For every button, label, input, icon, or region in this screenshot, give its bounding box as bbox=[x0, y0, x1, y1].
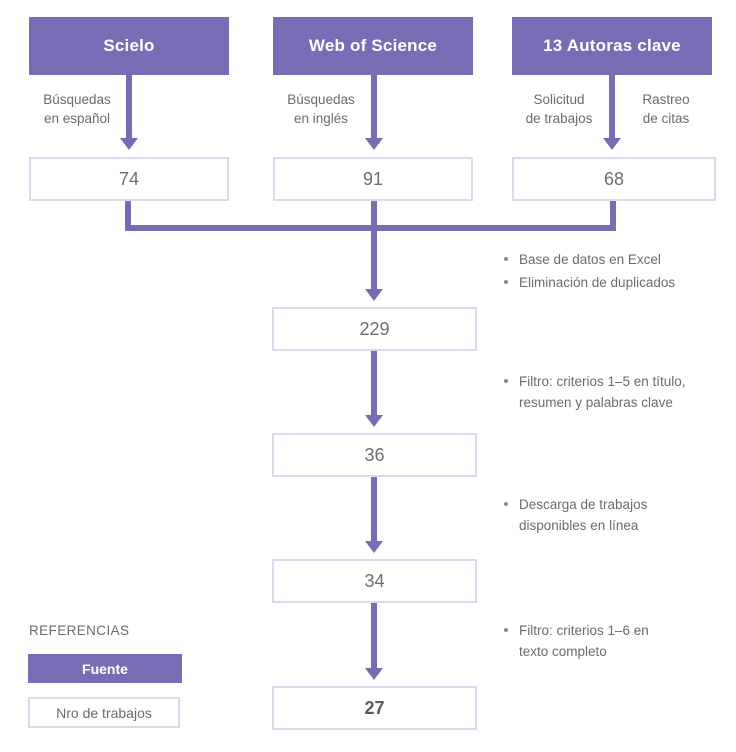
arrowhead-wos bbox=[365, 138, 383, 150]
note-text: Filtro: criterios 1–5 en título, resumen… bbox=[519, 374, 686, 410]
stage-count-value: 229 bbox=[359, 318, 390, 339]
connector-stage1-to-stage2 bbox=[371, 351, 377, 416]
notes-list-4: Filtro: criterios 1–6 en texto completo bbox=[503, 620, 733, 662]
stage-box-27-final: 27 bbox=[272, 686, 477, 730]
note-text: Base de datos en Excel bbox=[519, 252, 661, 267]
source-caption-autoras-1: Solicitud de trabajos bbox=[525, 92, 593, 126]
arrowhead-autoras bbox=[603, 138, 621, 150]
merge-riser-center bbox=[371, 201, 377, 231]
count-value: 68 bbox=[603, 168, 625, 189]
source-caption-autoras-2: Rastreo de citas bbox=[642, 92, 690, 126]
legend-swatch-count: Nro de trabajos bbox=[28, 697, 180, 728]
count-box-scielo: 74 bbox=[29, 157, 229, 201]
note-item: Filtro: criterios 1–6 en texto completo bbox=[504, 620, 733, 662]
arrowhead-stage-2 bbox=[365, 415, 383, 427]
note-text: Filtro: criterios 1–6 en texto completo bbox=[519, 623, 649, 659]
stage-box-229: 229 bbox=[272, 307, 477, 351]
merge-riser-left bbox=[125, 201, 131, 231]
stage-count-value: 34 bbox=[364, 570, 385, 591]
count-value: 91 bbox=[362, 168, 384, 189]
connector-scielo-down bbox=[126, 75, 132, 139]
connector-stage3-to-stage4 bbox=[371, 603, 377, 669]
source-title: 13 Autoras clave bbox=[543, 36, 681, 55]
notes-list-1: Base de datos en Excel Eliminación de du… bbox=[503, 249, 733, 293]
stage-count-value: 36 bbox=[364, 444, 385, 465]
bullet-icon bbox=[504, 280, 508, 284]
note-text: Descarga de trabajos disponibles en líne… bbox=[519, 497, 648, 533]
legend-swatch-source: Fuente bbox=[28, 654, 182, 683]
notes-list-3: Descarga de trabajos disponibles en líne… bbox=[503, 494, 733, 536]
legend-title: REFERENCIAS bbox=[29, 623, 130, 638]
notes-list-2: Filtro: criterios 1–5 en título, resumen… bbox=[503, 371, 733, 413]
source-title: Scielo bbox=[103, 36, 155, 55]
source-caption-wos-1: Búsquedas en inglés bbox=[287, 92, 355, 126]
count-box-web-of-science: 91 bbox=[273, 157, 473, 201]
source-caption-scielo-1: Búsquedas en español bbox=[43, 92, 111, 126]
arrowhead-scielo bbox=[120, 138, 138, 150]
note-item: Eliminación de duplicados bbox=[504, 272, 733, 293]
bullet-icon bbox=[504, 628, 508, 632]
stage-box-36: 36 bbox=[272, 433, 477, 477]
bullet-icon bbox=[504, 502, 508, 506]
note-item: Descarga de trabajos disponibles en líne… bbox=[504, 494, 733, 536]
source-title: Web of Science bbox=[308, 36, 438, 55]
merge-bus-horizontal bbox=[125, 225, 616, 231]
notes-group-3: Descarga de trabajos disponibles en líne… bbox=[503, 494, 733, 538]
notes-group-1: Base de datos en Excel Eliminación de du… bbox=[503, 249, 733, 295]
connector-autoras-down bbox=[609, 75, 615, 139]
connector-stage2-to-stage3 bbox=[371, 477, 377, 542]
note-text: Eliminación de duplicados bbox=[519, 275, 676, 290]
legend-source-label: Fuente bbox=[82, 660, 128, 677]
arrowhead-stage-4 bbox=[365, 668, 383, 680]
count-value: 74 bbox=[118, 168, 140, 189]
legend-count-label: Nro de trabajos bbox=[56, 704, 152, 721]
notes-group-2: Filtro: criterios 1–5 en título, resumen… bbox=[503, 371, 733, 415]
connector-wos-down bbox=[371, 75, 377, 139]
source-header-autoras-clave: 13 Autoras clave bbox=[512, 17, 712, 75]
stage-count-value: 27 bbox=[364, 697, 385, 718]
bullet-icon bbox=[504, 257, 508, 261]
arrowhead-stage-1 bbox=[365, 289, 383, 301]
notes-group-4: Filtro: criterios 1–6 en texto completo bbox=[503, 620, 733, 664]
merge-riser-right bbox=[610, 201, 616, 231]
source-header-web-of-science: Web of Science bbox=[273, 17, 473, 75]
note-item: Base de datos en Excel bbox=[504, 249, 733, 270]
count-box-autoras-clave: 68 bbox=[512, 157, 716, 201]
bullet-icon bbox=[504, 379, 508, 383]
source-header-scielo: Scielo bbox=[29, 17, 229, 75]
stage-box-34: 34 bbox=[272, 559, 477, 603]
note-item: Filtro: criterios 1–5 en título, resumen… bbox=[504, 371, 733, 413]
arrowhead-stage-3 bbox=[365, 541, 383, 553]
merge-drop-to-stage-1 bbox=[371, 225, 377, 290]
